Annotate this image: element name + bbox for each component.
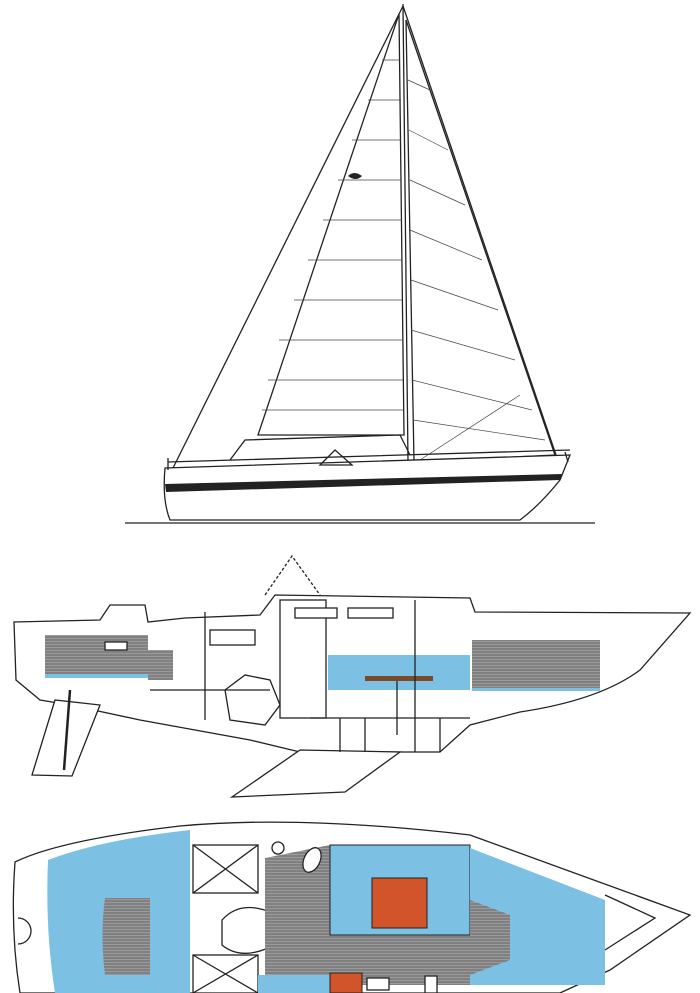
jib	[405, 19, 556, 463]
sheer-stripe	[165, 474, 562, 492]
accommodation-plan	[12, 821, 692, 993]
sail-insignia	[348, 173, 362, 179]
aft-port-light	[104, 641, 128, 651]
stern-locker	[17, 917, 32, 945]
saloon-port-light-aft	[294, 607, 338, 619]
forward-hatch	[318, 449, 354, 466]
engine	[224, 674, 281, 726]
galley-seat	[258, 975, 330, 993]
saloon-sole	[265, 845, 470, 985]
saloon-port-light	[347, 607, 394, 619]
jib-panels	[407, 79, 546, 461]
dodger-outline	[264, 554, 321, 596]
rudder-stock	[62, 689, 72, 771]
bulkhead-door	[279, 599, 327, 719]
sail-plan	[125, 3, 595, 524]
cockpit-port-light	[209, 629, 256, 646]
mast	[402, 3, 409, 463]
aft-berth-section	[45, 635, 148, 675]
forestay	[402, 5, 557, 456]
quarter-berth-section	[148, 650, 173, 680]
locker-cross-2	[192, 954, 259, 993]
keel	[229, 749, 402, 798]
dinette-table	[371, 877, 428, 929]
stove-icon	[366, 977, 390, 991]
coachroof	[229, 434, 411, 461]
chain-locker	[604, 894, 657, 951]
hull-side	[163, 454, 571, 521]
backstay	[171, 5, 404, 471]
v-berth-cushion	[472, 688, 600, 691]
aft-berth-cushion	[45, 674, 148, 678]
mainsail	[257, 13, 405, 436]
floor-frames	[150, 612, 470, 752]
sink-icon	[424, 975, 438, 993]
galley-counter	[329, 972, 363, 993]
toilet-icon	[302, 847, 322, 873]
inboard-profile	[13, 554, 692, 798]
washbasin-icon	[271, 841, 285, 855]
mainsail-panels	[262, 59, 403, 411]
pulpit-rails	[167, 449, 571, 470]
locker-cross	[192, 844, 259, 894]
aft-cabin-sole	[102, 898, 150, 975]
forepeak-sole	[470, 900, 510, 975]
saloon-settee-cushion	[328, 655, 470, 690]
v-berth-section	[472, 640, 600, 690]
saloon-table	[365, 676, 433, 681]
